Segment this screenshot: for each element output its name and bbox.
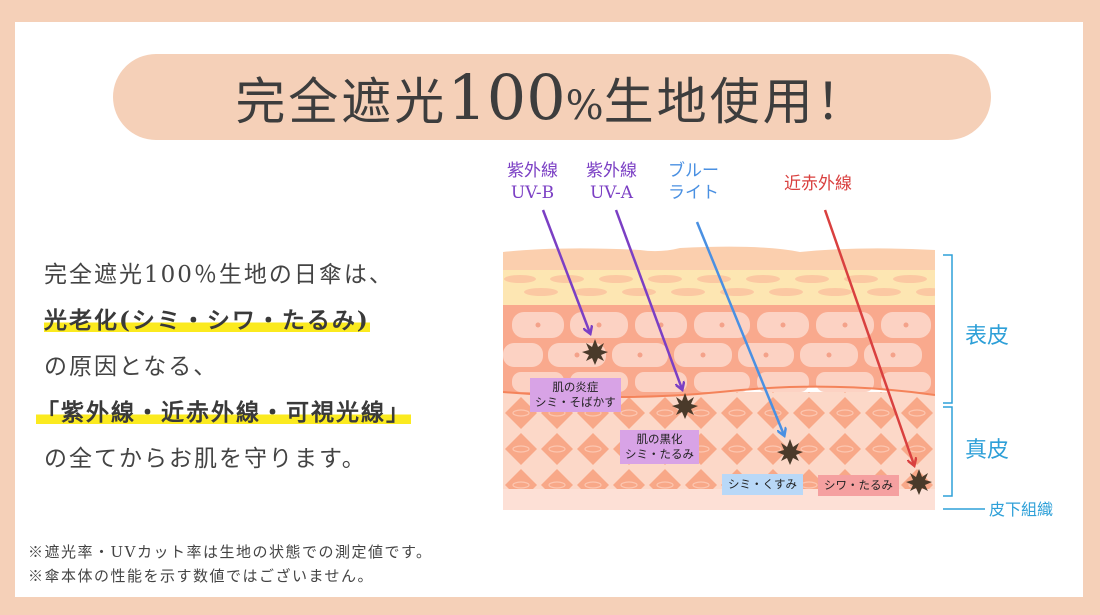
description-text: 完全遮光100％生地の日傘は、 光老化(シミ・シワ・たるみ) の原因となる、 「… <box>36 252 411 482</box>
headline-text: 完全遮光100%生地使用！ <box>235 61 868 134</box>
uva-effect-label: 肌の黒化 シミ・たるみ <box>620 430 699 464</box>
disclaimer-notes: ※遮光率・UVカット率は生地の状態での測定値です。 ※傘本体の性能を示す数値では… <box>28 540 432 588</box>
uvb-ray-arrow <box>541 209 590 333</box>
disclaimer-note-2: ※傘本体の性能を示す数値ではございません。 <box>28 567 375 585</box>
uvb-label: 紫外線 UV-B <box>507 161 558 203</box>
skin-layers <box>503 246 935 510</box>
damage-burst-icon <box>672 393 698 419</box>
headline-banner: 完全遮光100%生地使用！ <box>113 54 991 140</box>
highlight-light-types: 「紫外線・近赤外線・可視光線」 <box>36 399 411 426</box>
blue-light-label: ブルー ライト <box>668 161 719 203</box>
damage-burst-icon <box>582 339 608 365</box>
blue-light-effect-label: シミ・くすみ <box>722 474 803 495</box>
subcutaneous-label: 皮下組織 <box>989 500 1054 519</box>
near-infrared-effect-label: シワ・たるみ <box>818 475 899 496</box>
dermis-label: 真皮 <box>965 438 1010 463</box>
description-line-1: 完全遮光100％生地の日傘は、 <box>44 262 394 288</box>
headline-suffix: 生地使用！ <box>603 72 869 131</box>
disclaimer-note-1: ※遮光率・UVカット率は生地の状態での測定値です。 <box>28 543 433 561</box>
description-line-3: の原因となる、 <box>44 354 219 380</box>
damage-burst-icon <box>777 439 803 465</box>
description-line-5: の全てからお肌を守ります。 <box>44 446 367 472</box>
near-infrared-label: 近赤外線 <box>784 174 852 194</box>
description-line-4: 「紫外線・近赤外線・可視光線」 <box>36 390 411 436</box>
layer-brackets <box>943 254 985 510</box>
headline-percent: % <box>565 82 604 129</box>
uva-label: 紫外線 UV-A <box>586 161 637 203</box>
stratum-corneum <box>503 246 935 270</box>
headline-number: 100 <box>447 60 566 134</box>
uvb-effect-label: 肌の炎症 シミ・そばかす <box>530 378 621 412</box>
highlight-photoaging: 光老化(シミ・シワ・たるみ) <box>44 307 370 334</box>
epidermis-label: 表皮 <box>965 324 1010 349</box>
headline-prefix: 完全遮光 <box>235 72 448 131</box>
description-line-2: 光老化(シミ・シワ・たるみ) <box>44 298 411 344</box>
near-infrared-ray-arrow <box>823 209 914 465</box>
blue-light-ray-arrow <box>695 221 784 435</box>
uva-ray-arrow <box>614 209 682 389</box>
damage-burst-icon <box>906 469 932 495</box>
